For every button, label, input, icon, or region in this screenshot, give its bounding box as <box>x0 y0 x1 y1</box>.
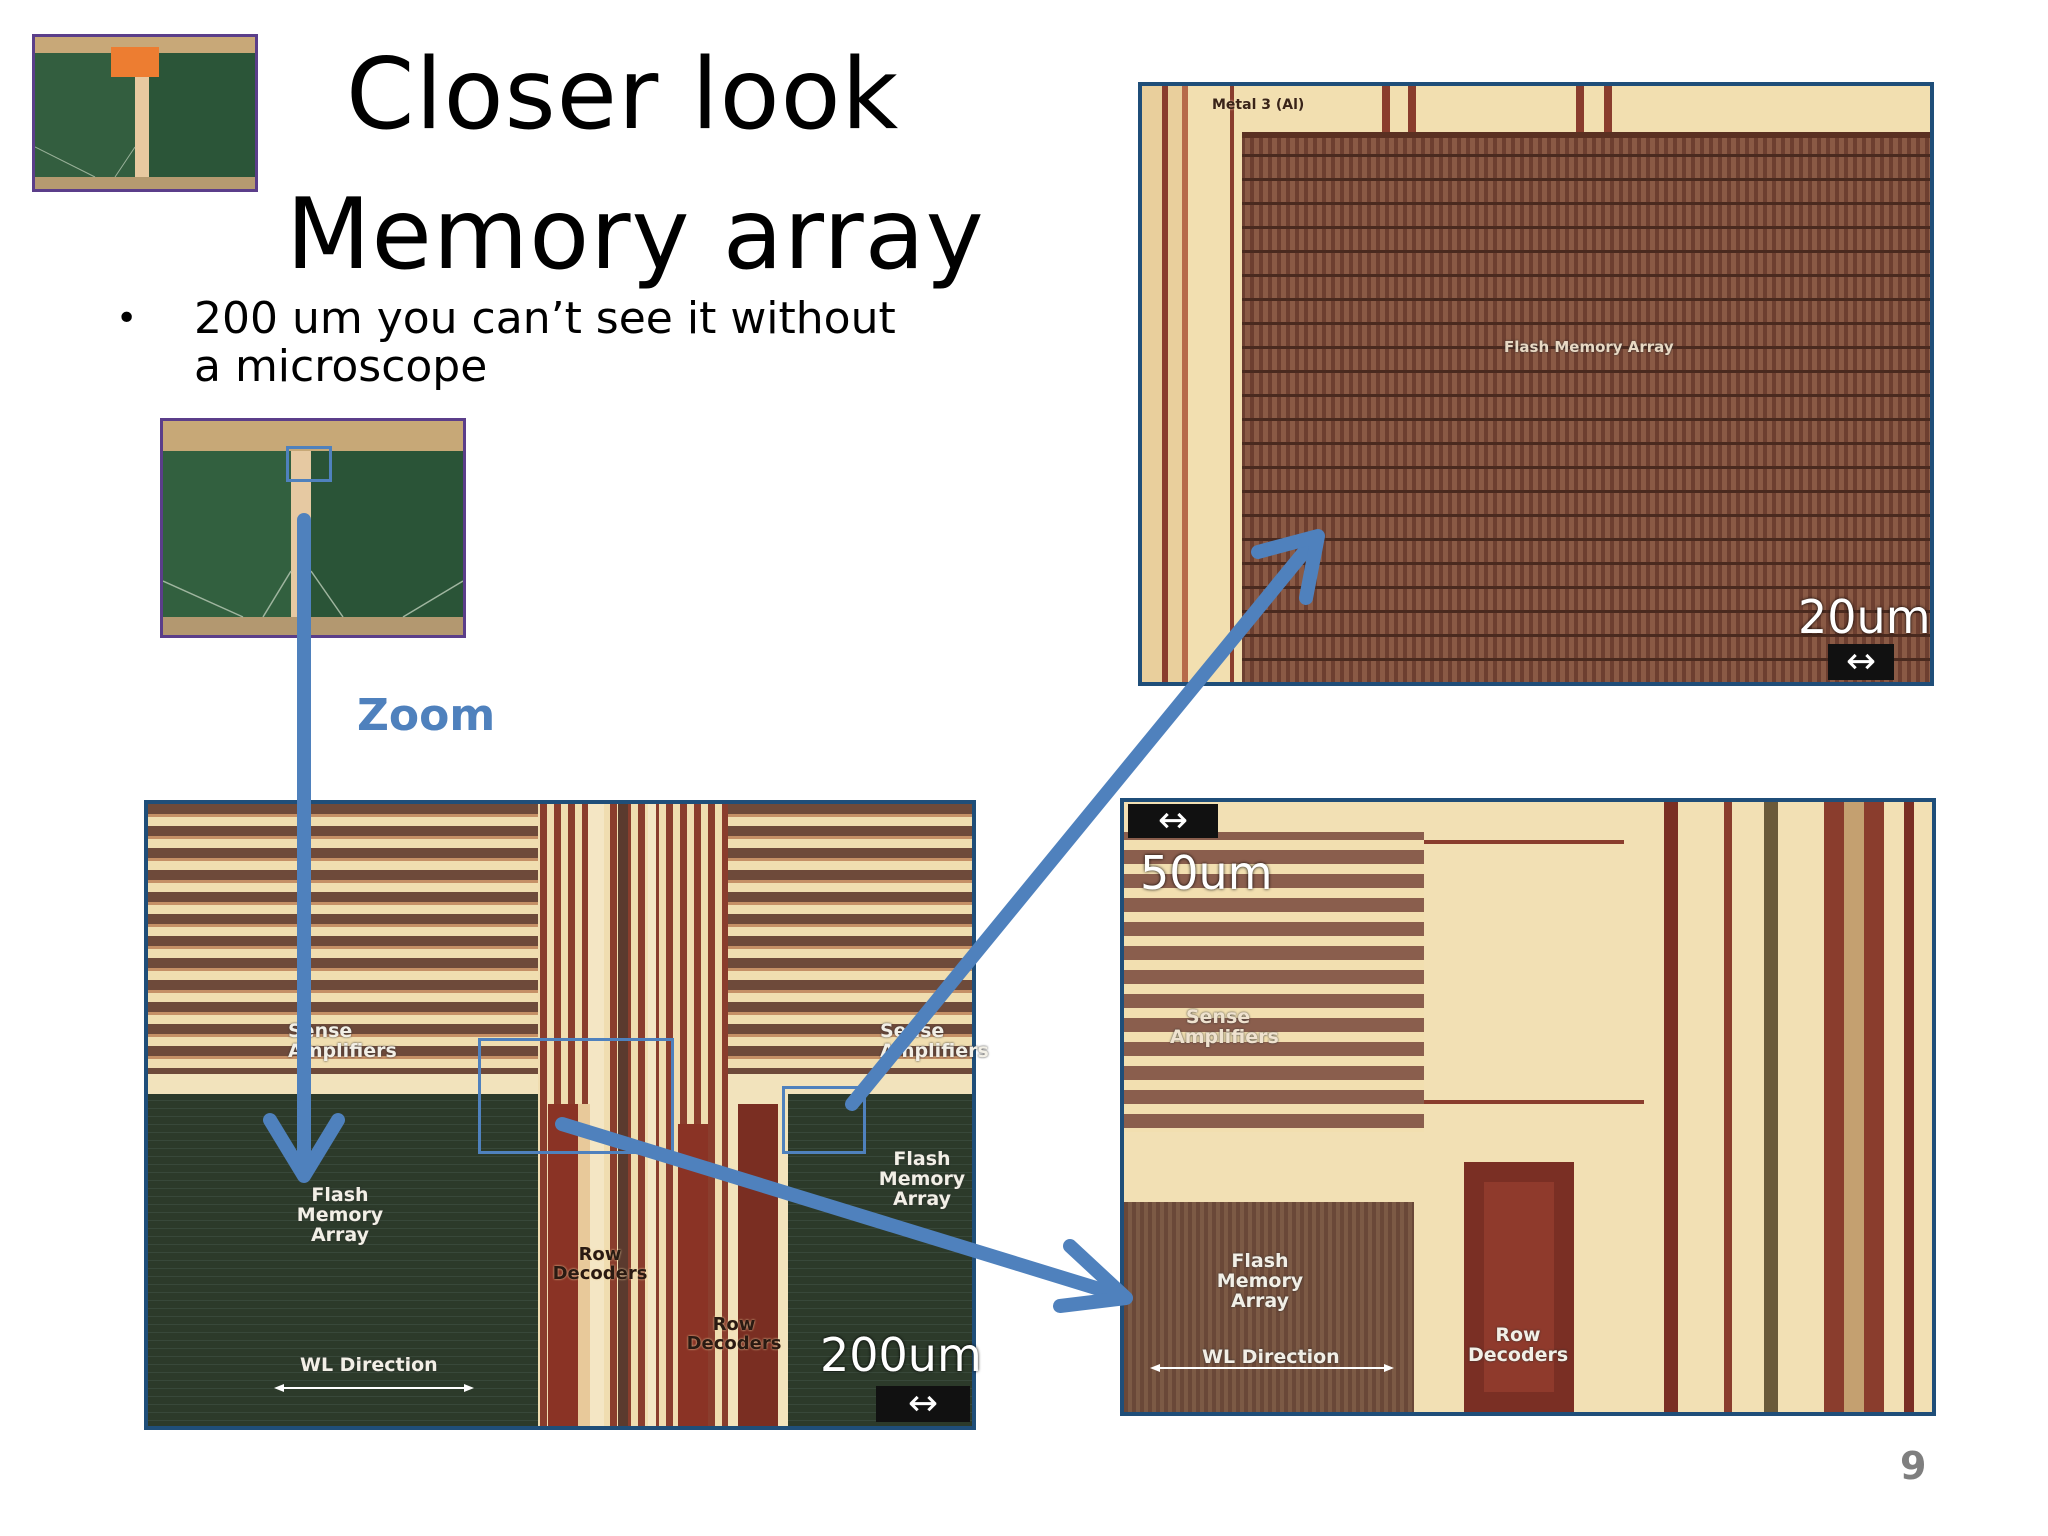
die-highlight-box-right <box>782 1086 866 1154</box>
array-scale-bar: ↔ <box>1828 644 1894 680</box>
die-overview-image <box>163 421 463 635</box>
die-right-sense-label: Sense Amplifiers <box>880 1020 989 1062</box>
detail-scale-label: 50um <box>1140 846 1273 900</box>
page-number: 9 <box>1900 1444 1927 1488</box>
die-right-flash-label: Flash Memory Array <box>878 1148 966 1210</box>
scale-arrow-icon: ↔ <box>1845 641 1877 682</box>
die-scale-bar: ↔ <box>876 1386 970 1422</box>
die-photo-200um <box>144 800 976 1430</box>
die-scale-label: 200um <box>820 1328 982 1382</box>
detail-sense-label: Sense Amplifiers <box>1170 1006 1279 1048</box>
die-overview-thumbnail <box>160 418 466 638</box>
bullet-text: 200 um you can’t see it without a micros… <box>194 293 896 392</box>
detail-row-decoders-label: Row Decoders <box>1468 1324 1569 1366</box>
slide-title-line1: Closer look <box>346 38 900 152</box>
arrow-to-50um-head <box>1053 1239 1133 1313</box>
detail-wl-direction-label: WL Direction <box>1202 1346 1340 1368</box>
die-left-flash-label: Flash Memory Array <box>296 1184 384 1246</box>
scale-arrow-icon: ↔ <box>1157 800 1189 841</box>
zoom-label: Zoom <box>357 690 496 741</box>
array-metal-label: Metal 3 (Al) <box>1212 97 1305 113</box>
thumbnail-highlight <box>111 47 159 77</box>
slide-title-line2: Memory array <box>286 178 985 292</box>
die-row-decoders-label-2: Row Decoders <box>686 1314 782 1354</box>
die-highlight-box-left <box>478 1038 674 1154</box>
array-flash-label: Flash Memory Array <box>1504 338 1674 356</box>
detail-scale-bar: ↔ <box>1128 800 1218 841</box>
die-wl-direction-label: WL Direction <box>300 1354 438 1376</box>
detail-flash-label: Flash Memory Array <box>1216 1250 1304 1312</box>
die-row-decoders-label-1: Row Decoders <box>552 1244 648 1284</box>
bullet-dot: • <box>116 298 138 339</box>
thumbnail-small <box>32 34 258 192</box>
scale-arrow-icon: ↔ <box>907 1383 939 1424</box>
die-photo-200um-image <box>148 804 972 1426</box>
overview-zoom-box <box>286 446 332 482</box>
array-scale-label: 20um <box>1798 590 1931 644</box>
die-left-sense-label: Sense Amplifiers <box>288 1020 397 1062</box>
